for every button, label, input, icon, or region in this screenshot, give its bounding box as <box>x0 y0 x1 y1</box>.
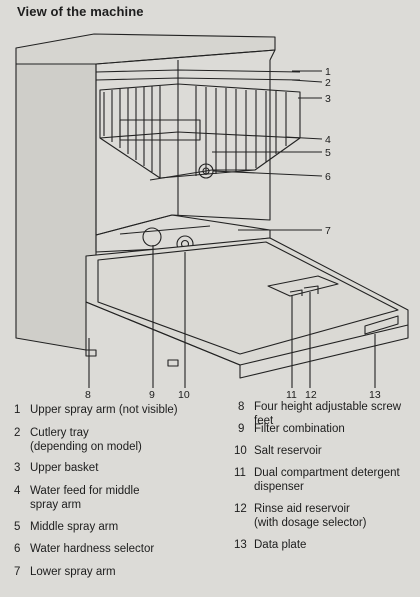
callout-10: 10 <box>178 389 190 398</box>
door <box>85 237 409 366</box>
callout-13: 13 <box>369 389 381 398</box>
callout-3: 3 <box>325 93 331 105</box>
callout-9: 9 <box>149 389 155 398</box>
dishwasher-diagram: 1 2 3 4 5 6 7 8 9 10 11 12 13 <box>15 33 409 398</box>
data-plate <box>364 315 399 335</box>
callout-7: 7 <box>325 225 331 237</box>
callout-12: 12 <box>305 389 317 398</box>
top-panel <box>15 33 276 65</box>
detergent-dispenser <box>267 275 339 297</box>
side-panel <box>15 63 97 351</box>
callout-8: 8 <box>85 389 91 398</box>
callout-6: 6 <box>325 171 331 183</box>
page-title: View of the machine <box>17 4 144 19</box>
callout-4: 4 <box>325 134 331 146</box>
callout-2: 2 <box>325 77 331 89</box>
callout-5: 5 <box>325 147 331 159</box>
callout-11: 11 <box>286 389 297 398</box>
callout-1: 1 <box>325 66 331 78</box>
